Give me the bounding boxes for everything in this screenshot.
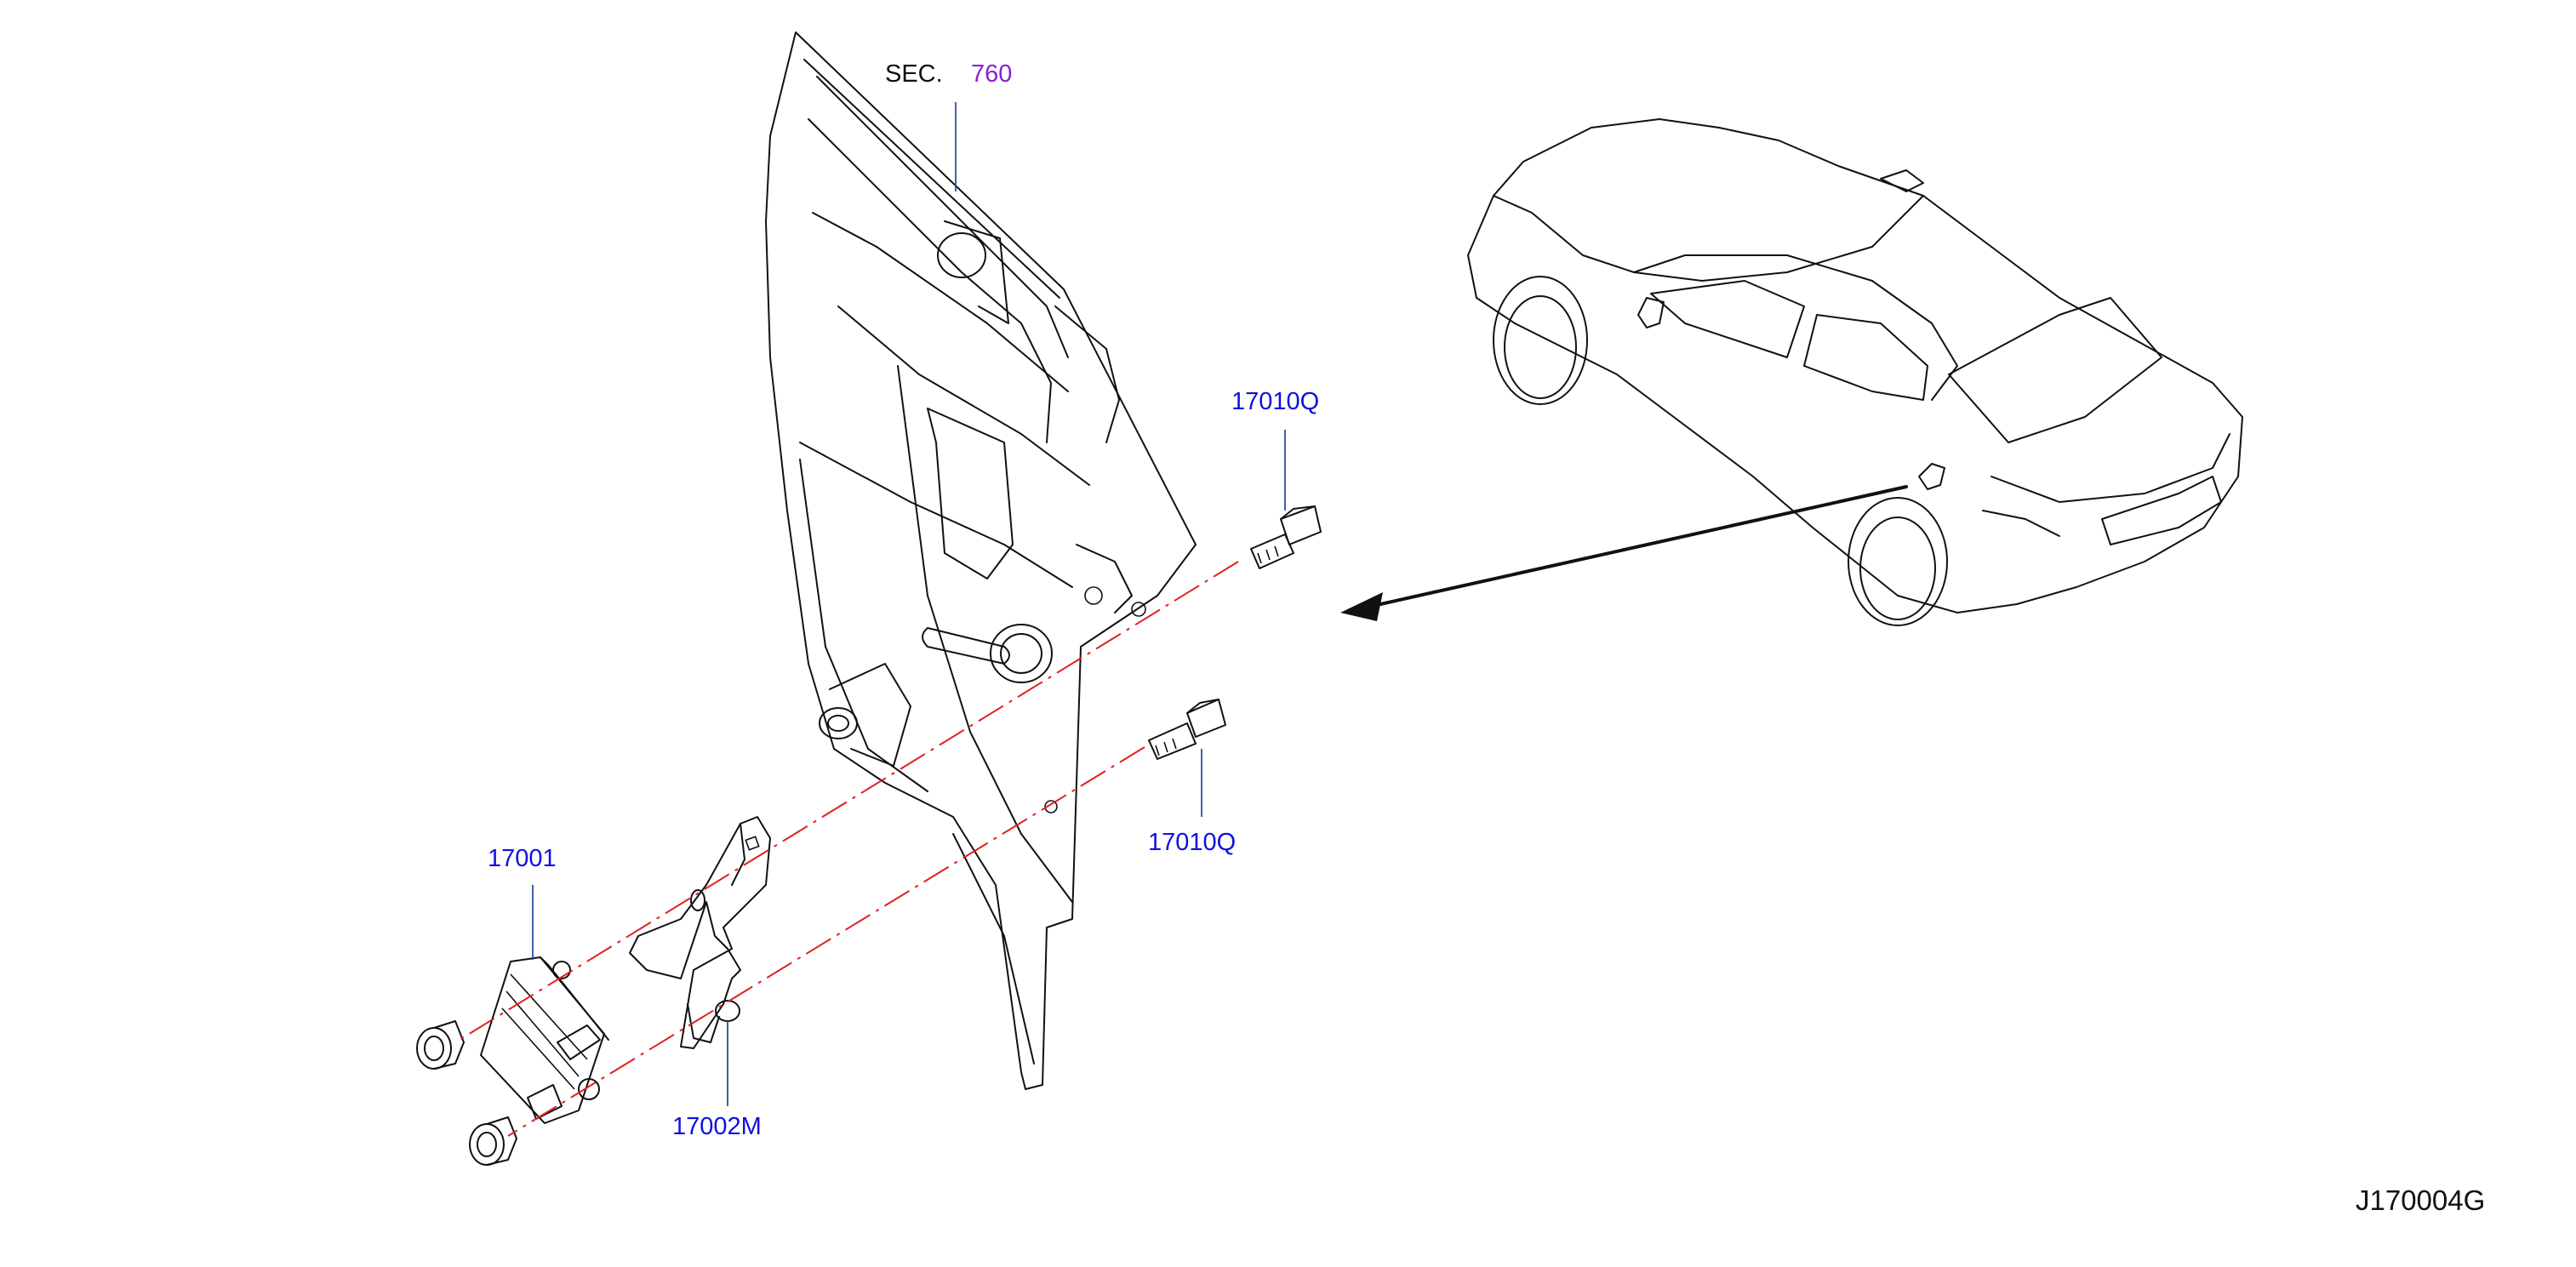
section-prefix-label: SEC. xyxy=(885,60,943,88)
bolt-lower-drawing xyxy=(1148,699,1226,760)
diagram-code-label: J170004G xyxy=(2356,1184,2486,1216)
section-reference-link[interactable]: 760 xyxy=(971,60,1013,88)
vehicle-drawing xyxy=(1467,118,2243,626)
part-callout-bracket[interactable]: 17002M xyxy=(672,1113,762,1140)
clip-upper-drawing xyxy=(416,1020,465,1070)
control-module-drawing xyxy=(480,956,609,1124)
callout-leaders xyxy=(532,102,1286,1106)
part-callout-control-module[interactable]: 17001 xyxy=(488,845,557,872)
bolt-upper-drawing xyxy=(1250,505,1322,569)
quarter-panel-drawing xyxy=(765,31,1197,1090)
assembly-centerlines xyxy=(454,561,1239,1137)
bracket-drawing xyxy=(629,816,771,1049)
part-callout-bolt-lower[interactable]: 17010Q xyxy=(1148,829,1237,856)
part-callout-bolt-upper[interactable]: 17010Q xyxy=(1231,388,1320,415)
clip-lower-drawing xyxy=(469,1116,517,1166)
locator-arrow xyxy=(1340,485,1908,621)
